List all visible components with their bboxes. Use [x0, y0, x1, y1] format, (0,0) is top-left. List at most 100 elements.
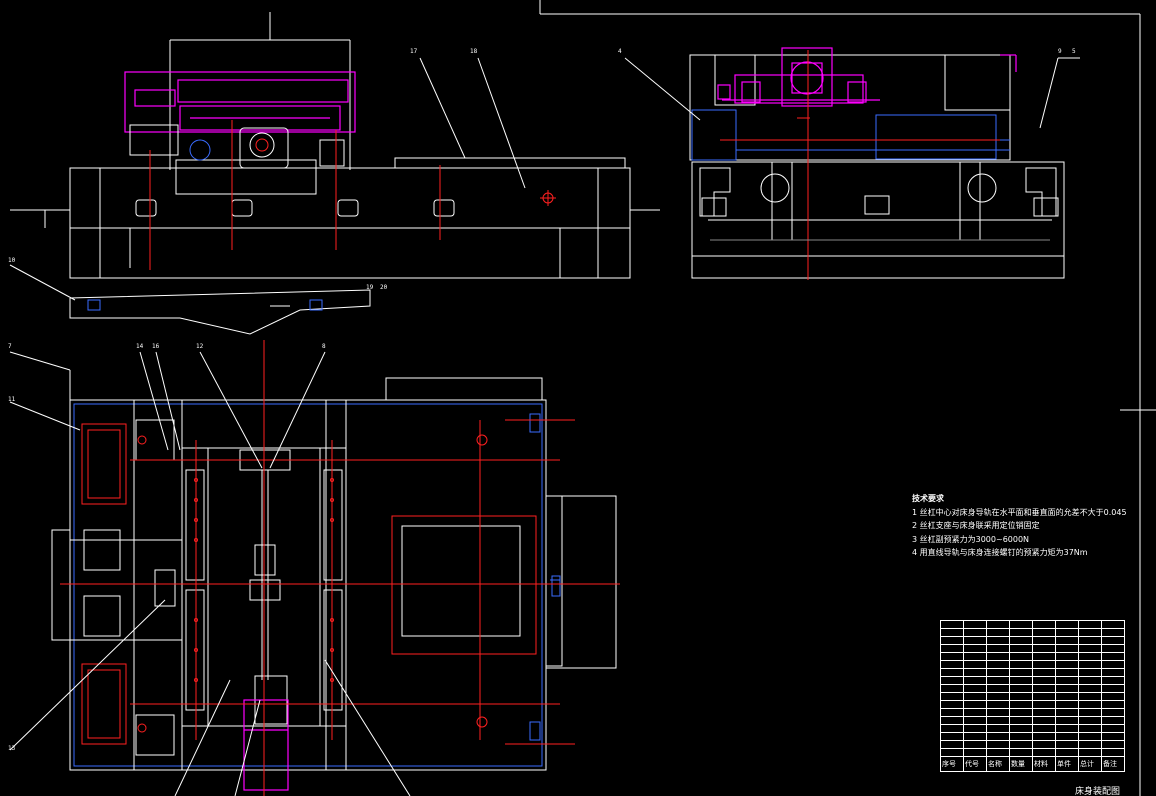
- parts-cell: [940, 684, 964, 693]
- parts-cell: [1009, 636, 1033, 645]
- parts-cell: [940, 620, 964, 629]
- parts-cell: [1009, 748, 1033, 757]
- title-block: 序号 代号 名称 数量 材料 单件 总计 备注: [940, 620, 1125, 796]
- balloon-19: 19: [366, 284, 374, 291]
- parts-cell: [1032, 668, 1056, 677]
- header-cell: 代号: [963, 756, 987, 772]
- parts-cell: [986, 668, 1010, 677]
- parts-cell: [963, 620, 987, 629]
- parts-cell: [963, 700, 987, 709]
- side-view: [624, 47, 1080, 280]
- parts-cell: [1032, 660, 1056, 669]
- parts-cell: [1032, 684, 1056, 693]
- balloon-17: 17: [410, 48, 418, 55]
- parts-cell: [1032, 628, 1056, 637]
- parts-cell: [1101, 668, 1125, 677]
- parts-cell: [940, 740, 964, 749]
- parts-row: [940, 700, 1125, 709]
- notes-title: 技术要求: [912, 494, 944, 503]
- parts-row: [940, 692, 1125, 701]
- parts-cell: [1055, 732, 1079, 741]
- parts-cell: [963, 692, 987, 701]
- balloon-14: 14: [136, 343, 144, 350]
- parts-cell: [1055, 716, 1079, 725]
- parts-cell: [1009, 684, 1033, 693]
- sheet-border: [539, 0, 1156, 796]
- parts-cell: [1055, 660, 1079, 669]
- parts-cell: [963, 636, 987, 645]
- parts-cell: [1101, 620, 1125, 629]
- break-line: [69, 289, 371, 335]
- parts-cell: [1009, 692, 1033, 701]
- header-cell: 数量: [1009, 756, 1033, 772]
- parts-cell: [1055, 700, 1079, 709]
- parts-list: 序号 代号 名称 数量 材料 单件 总计 备注: [940, 620, 1125, 772]
- parts-row: [940, 668, 1125, 677]
- parts-cell: [1009, 724, 1033, 733]
- balloon-13: 13: [8, 745, 16, 752]
- parts-cell: [963, 652, 987, 661]
- drawing-title: 床身装配图: [1075, 787, 1121, 796]
- plan-view: [9, 340, 620, 796]
- parts-cell: [940, 644, 964, 653]
- parts-cell: [1009, 676, 1033, 685]
- parts-cell: [1009, 660, 1033, 669]
- parts-cell: [986, 628, 1010, 637]
- parts-cell: [1101, 732, 1125, 741]
- header-cell: 单件: [1055, 756, 1079, 772]
- parts-cell: [1032, 740, 1056, 749]
- parts-cell: [940, 652, 964, 661]
- parts-cell: [1032, 620, 1056, 629]
- parts-cell: [963, 644, 987, 653]
- parts-cell: [1009, 708, 1033, 717]
- parts-row: [940, 636, 1125, 645]
- parts-cell: [963, 740, 987, 749]
- parts-cell: [940, 748, 964, 757]
- parts-cell: [1032, 724, 1056, 733]
- parts-cell: [1078, 692, 1102, 701]
- parts-cell: [1078, 644, 1102, 653]
- parts-cell: [1055, 724, 1079, 733]
- parts-cell: [1009, 740, 1033, 749]
- parts-cell: [1078, 668, 1102, 677]
- parts-cell: [986, 700, 1010, 709]
- parts-cell: [1078, 708, 1102, 717]
- parts-cell: [1032, 636, 1056, 645]
- parts-cell: [1055, 684, 1079, 693]
- parts-cell: [1032, 748, 1056, 757]
- parts-cell: [1101, 644, 1125, 653]
- parts-cell: [963, 684, 987, 693]
- parts-cell: [1078, 676, 1102, 685]
- parts-cell: [1101, 660, 1125, 669]
- parts-cell: [1009, 732, 1033, 741]
- parts-cell: [940, 700, 964, 709]
- parts-cell: [986, 716, 1010, 725]
- header-cell: 序号: [940, 756, 964, 772]
- parts-cell: [940, 732, 964, 741]
- parts-cell: [1078, 660, 1102, 669]
- parts-row: [940, 732, 1125, 741]
- parts-cell: [986, 620, 1010, 629]
- parts-cell: [1055, 692, 1079, 701]
- parts-row: [940, 620, 1125, 629]
- balloon-16: 16: [152, 343, 160, 350]
- parts-cell: [1055, 748, 1079, 757]
- parts-cell: [1032, 644, 1056, 653]
- balloon-4: 4: [618, 48, 622, 55]
- parts-cell: [986, 676, 1010, 685]
- parts-row: [940, 716, 1125, 725]
- parts-cell: [1055, 628, 1079, 637]
- parts-header-row: 序号 代号 名称 数量 材料 单件 总计 备注: [940, 756, 1125, 772]
- parts-cell: [1055, 652, 1079, 661]
- note-line: 1 丝杠中心对床身导轨在水平面和垂直面的允差不大于0.045: [912, 507, 1127, 517]
- header-cell: 备注: [1101, 756, 1125, 772]
- balloon-7: 7: [8, 343, 12, 350]
- parts-cell: [940, 636, 964, 645]
- parts-cell: [1032, 708, 1056, 717]
- parts-cell: [1078, 732, 1102, 741]
- parts-row: [940, 748, 1125, 757]
- note-line: 4 用直线导轨与床身连接螺钉的预紧力矩为37Nm: [912, 548, 1088, 557]
- parts-cell: [1101, 700, 1125, 709]
